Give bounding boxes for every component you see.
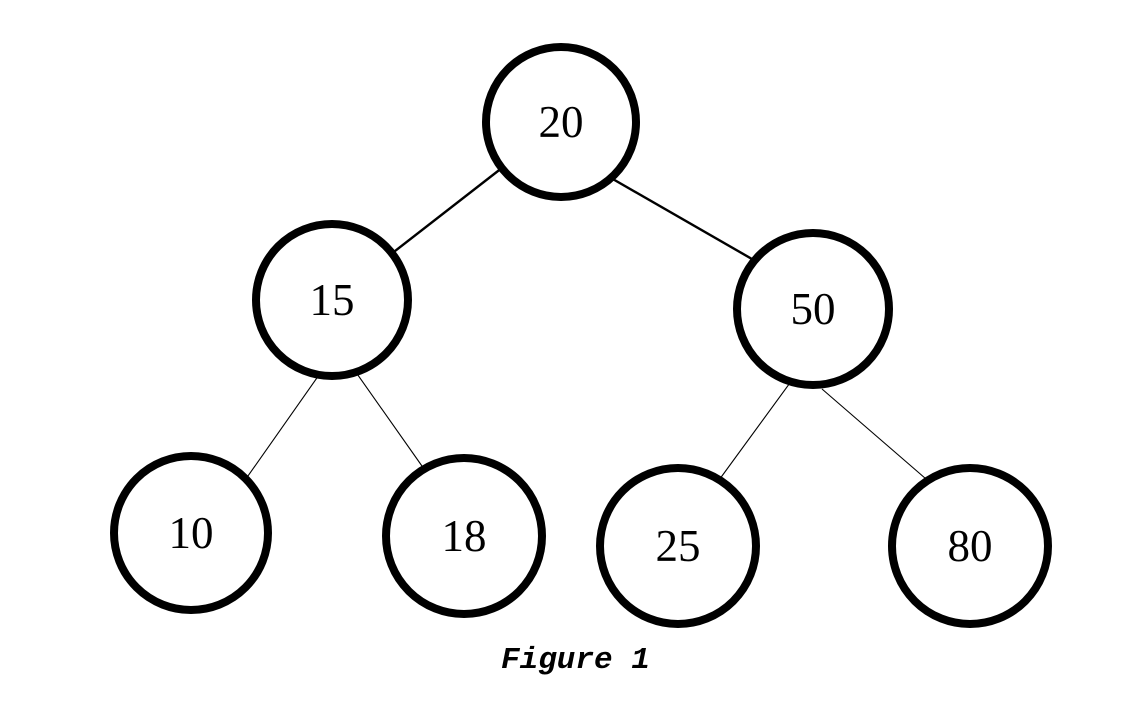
tree-edge-15-10 — [235, 364, 327, 494]
tree-node-circle-10 — [110, 452, 272, 614]
tree-node-circle-80 — [888, 464, 1052, 628]
tree-nodes-layer: 20 15 50 10 18 25 80 — [110, 43, 1052, 628]
tree-node-label-20: 20 — [539, 97, 584, 147]
tree-node-label-18: 18 — [442, 511, 487, 561]
tree-node-18: 18 — [382, 454, 546, 618]
tree-node-label-80: 80 — [948, 521, 993, 571]
tree-edge-50-80 — [821, 388, 934, 486]
tree-node-circle-15 — [252, 220, 412, 380]
tree-node-circle-50 — [733, 229, 893, 389]
tree-edge-15-18 — [347, 360, 430, 477]
figure-caption: Figure 1 — [501, 643, 650, 678]
tree-node-20: 20 — [482, 43, 640, 201]
tree-node-label-50: 50 — [791, 284, 836, 334]
tree-edge-50-25 — [710, 375, 796, 492]
tree-node-label-15: 15 — [310, 275, 355, 325]
tree-node-10: 10 — [110, 452, 272, 614]
tree-node-label-10: 10 — [169, 508, 214, 558]
tree-node-15: 15 — [252, 220, 412, 380]
tree-node-25: 25 — [596, 464, 760, 628]
tree-node-80: 80 — [888, 464, 1052, 628]
tree-node-circle-20 — [482, 43, 640, 201]
tree-node-circle-18 — [382, 454, 546, 618]
tree-node-50: 50 — [733, 229, 893, 389]
tree-node-circle-25 — [596, 464, 760, 628]
tree-node-label-25: 25 — [656, 521, 701, 571]
